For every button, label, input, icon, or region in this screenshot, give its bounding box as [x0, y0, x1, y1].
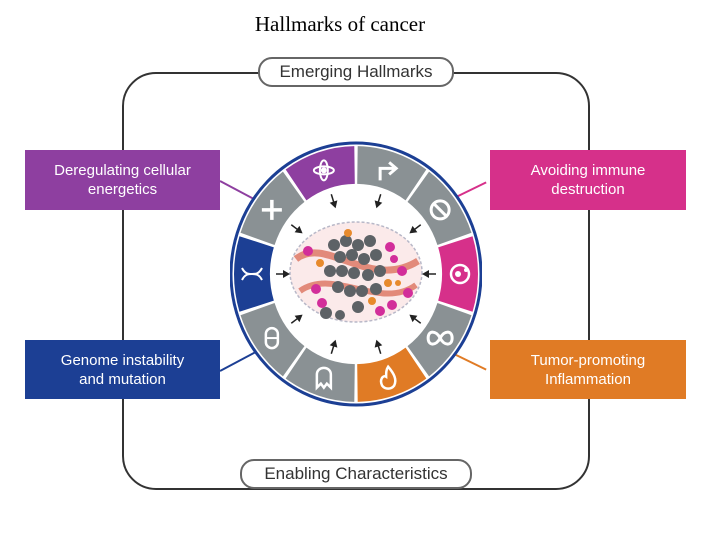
cell-attack-icon [449, 263, 471, 285]
tumor-cluster-illustration [289, 221, 423, 323]
box-avoiding-immune-destruction: Avoiding immune destruction [490, 150, 686, 210]
box-inflammation-line1: Tumor-promoting [530, 351, 646, 369]
infinity-icon [426, 330, 454, 346]
box-tumor-promoting-inflammation: Tumor-promoting Inflammation [490, 340, 686, 399]
inward-arrows [276, 194, 436, 354]
box-energetics-line2: energetics [87, 181, 158, 198]
inward-arrow [409, 224, 422, 234]
dna-scribble-icon [241, 267, 263, 281]
wheel-icons [241, 159, 471, 391]
wheel-segment [240, 303, 305, 377]
inward-arrow [422, 270, 436, 278]
wheel-segment [357, 347, 427, 402]
box-genome-line2: and mutation [79, 370, 166, 388]
ghost-icon [315, 366, 333, 391]
capsule-icon [264, 326, 280, 350]
hallmarks-wheel [230, 141, 482, 407]
atom-icon [312, 159, 335, 182]
inward-arrow [276, 270, 290, 278]
inward-arrow [374, 339, 383, 354]
box-energetics-line1: Deregulating cellular [54, 162, 191, 179]
wheel-segments [234, 146, 478, 402]
inward-arrow [374, 194, 383, 209]
wheel-segment [285, 347, 355, 402]
inward-arrow [290, 224, 303, 234]
box-genome-line1: Genome instability [60, 351, 185, 369]
inward-arrow [290, 314, 303, 324]
box-deregulating-energetics: Deregulating cellular energetics [25, 150, 220, 210]
inward-arrow [329, 339, 338, 354]
growth-arrow-icon [378, 161, 399, 181]
inward-arrow [329, 194, 338, 209]
box-genome-instability: Genome instability and mutation [25, 340, 220, 399]
inward-arrow [409, 314, 422, 324]
flame-icon [379, 364, 397, 390]
emerging-hallmarks-label: Emerging Hallmarks [258, 57, 454, 87]
box-immune-line1: Avoiding immune [530, 162, 646, 179]
plus-icon [261, 199, 282, 220]
slide-title: Hallmarks of cancer [254, 12, 426, 36]
box-inflammation-line2: Inflammation [545, 370, 631, 388]
box-immune-line2: destruction [551, 181, 625, 198]
stop-icon [429, 199, 451, 221]
enabling-characteristics-label: Enabling Characteristics [240, 459, 472, 489]
